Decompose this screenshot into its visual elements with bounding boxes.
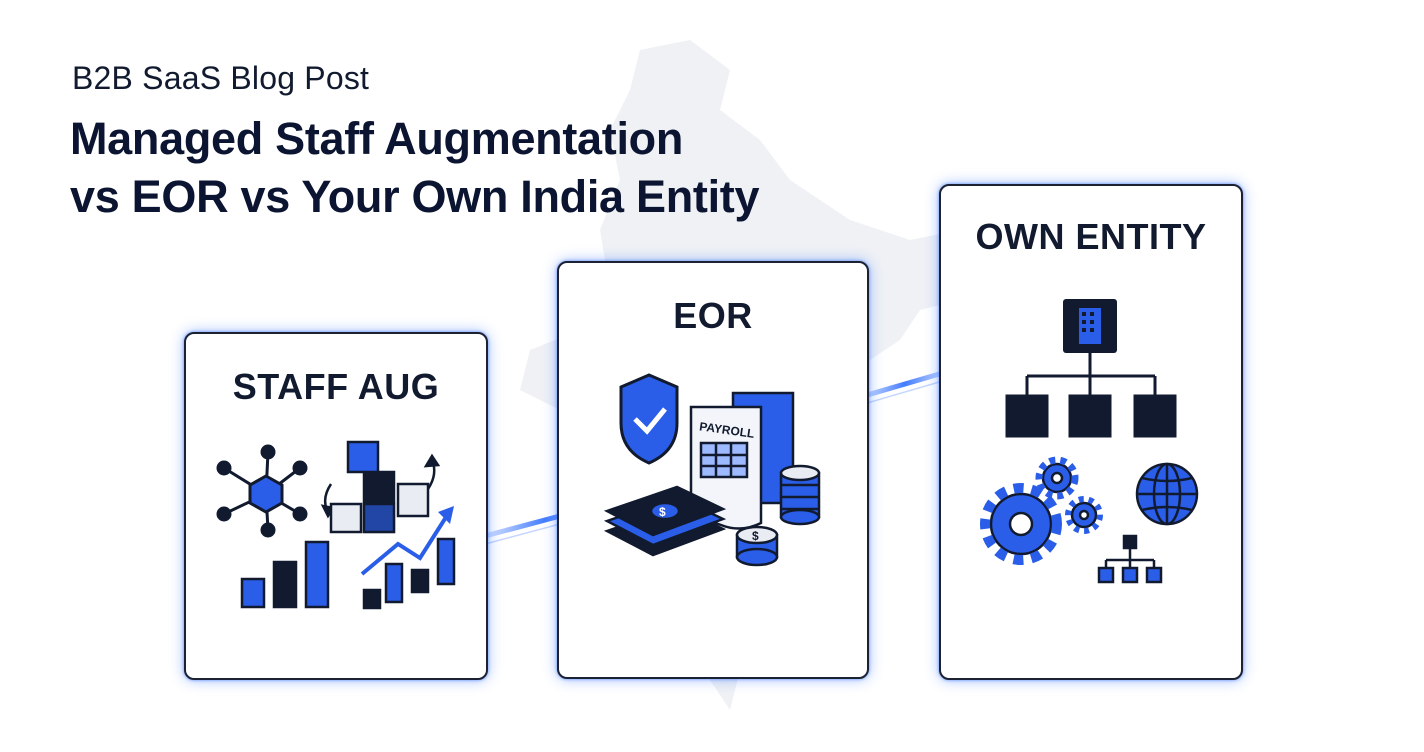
coin-stack-icon: $ — [735, 525, 779, 567]
cash-stack-icon: $ — [603, 485, 727, 557]
card-staff-aug: STAFF AUG — [184, 332, 488, 680]
card-label: EOR — [673, 295, 753, 336]
card-label: STAFF AUG — [232, 366, 440, 407]
office-building-icon — [1063, 299, 1117, 353]
small-org-chart-icon — [1097, 534, 1163, 584]
card-own-entity: OWN ENTITY — [939, 184, 1243, 680]
shield-check-icon — [619, 373, 679, 465]
coin-stack-icon — [779, 464, 821, 526]
eyebrow-label: B2B SaaS Blog Post — [72, 60, 370, 96]
bar-chart-icon — [240, 540, 330, 609]
card-label: OWN ENTITY — [975, 216, 1207, 257]
title-line-2: vs EOR vs Your Own India Entity — [70, 171, 760, 222]
globe-icon — [1135, 462, 1199, 526]
growth-chart-icon — [360, 506, 456, 610]
title-line-1: Managed Staff Augmentation — [70, 113, 684, 164]
page-title: Managed Staff Augmentation vs EOR vs You… — [70, 110, 760, 226]
svg-text:$: $ — [659, 505, 666, 519]
network-hub-icon — [216, 444, 308, 538]
stacked-cubes-icon — [320, 440, 441, 534]
org-chart-icon — [1005, 353, 1177, 438]
card-eor: EOR PAYROLL $ — [557, 261, 869, 679]
svg-text:$: $ — [752, 529, 759, 543]
gears-icon — [980, 456, 1103, 565]
